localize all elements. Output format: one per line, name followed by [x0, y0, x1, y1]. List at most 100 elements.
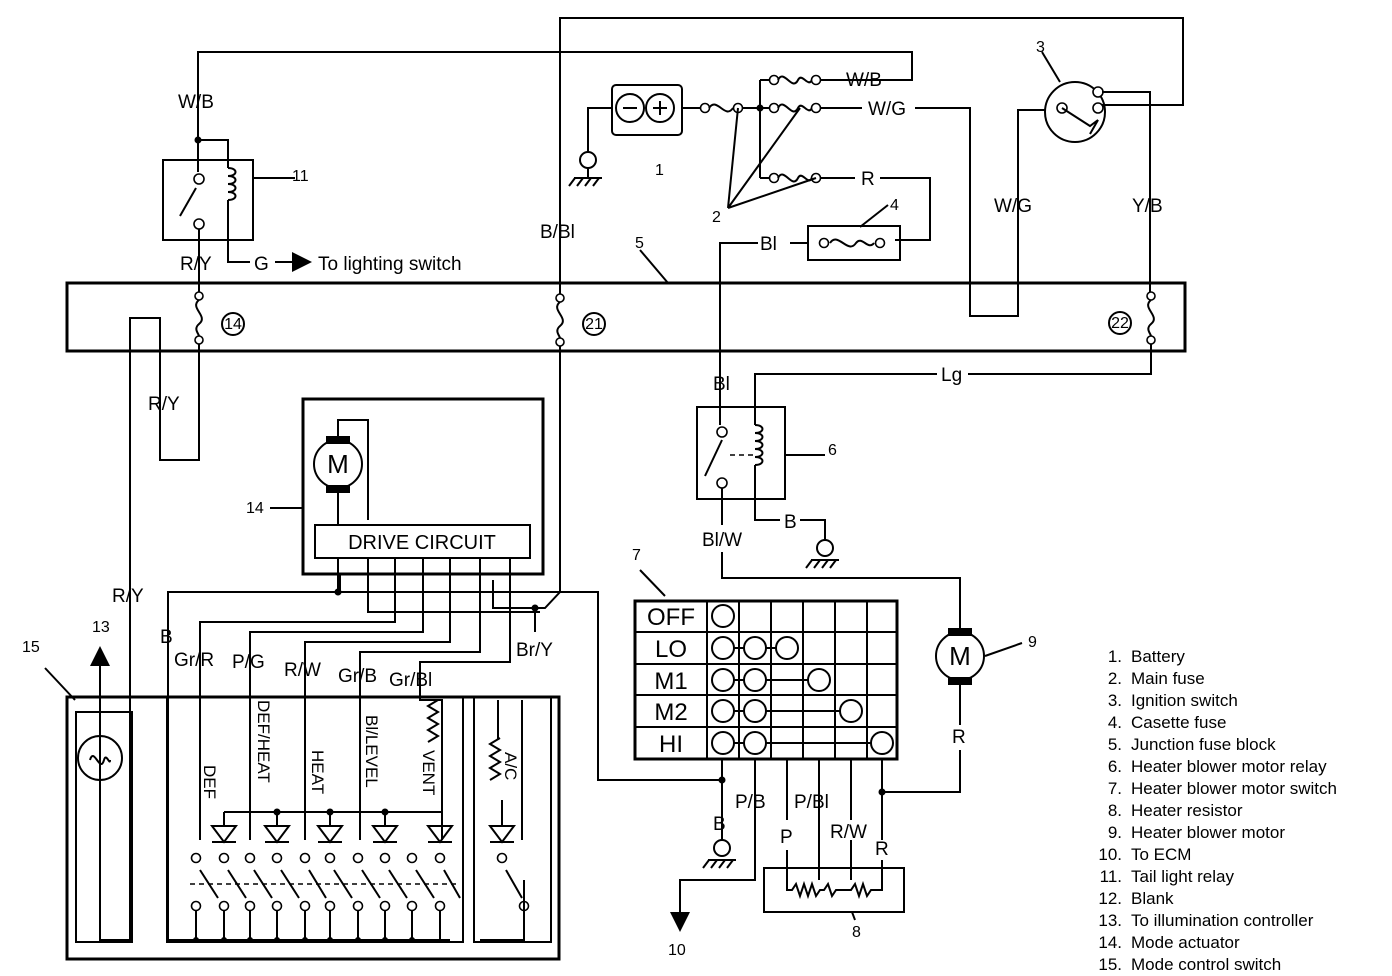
wire-label-b-ground: B: [713, 814, 726, 835]
legend-num: 15.: [1098, 955, 1122, 974]
wire-label-r-motor: R: [952, 727, 966, 748]
legend-num: 10.: [1098, 845, 1122, 864]
callout-4: 4: [890, 197, 899, 214]
tail-light-relay: [162, 159, 254, 241]
legend-text: Ignition switch: [1131, 691, 1238, 710]
to-ecm-arrow: [670, 790, 756, 932]
heater-blower-relay: [696, 406, 786, 500]
wire-label-r-fuse: R: [861, 169, 875, 190]
legend-num: 7.: [1108, 779, 1122, 798]
mode-label-heat: HEAT: [308, 750, 327, 794]
legend-text: Heater blower motor switch: [1131, 779, 1337, 798]
wire-label-ry-left: R/Y: [148, 394, 180, 415]
drive-circuit-label: DRIVE CIRCUIT: [348, 532, 496, 554]
mode-label-def: DEF: [200, 765, 219, 799]
wire-label-lg: Lg: [941, 365, 962, 386]
wire-label-pg: P/G: [232, 652, 265, 673]
wire-label-ry-relay: R/Y: [180, 254, 212, 275]
wire-label-blw: Bl/W: [702, 530, 742, 551]
mode-label-ac: A/C: [501, 752, 520, 780]
wire-label-p: P: [780, 827, 793, 848]
legend-num: 12.: [1098, 889, 1122, 908]
junction-fuse-block: [65, 281, 1187, 353]
callout-11: 11: [292, 168, 309, 185]
legend-text: To illumination controller: [1131, 911, 1314, 930]
legend-num: 6.: [1108, 757, 1122, 776]
legend-num: 13.: [1098, 911, 1122, 930]
legend-text: Tail light relay: [1131, 867, 1234, 886]
switch-pos-m1: M1: [654, 668, 687, 695]
battery: [611, 84, 683, 136]
legend-num: 5.: [1108, 735, 1122, 754]
ignition-switch: [1044, 81, 1106, 143]
wire-label-ry-lower: R/Y: [112, 586, 144, 607]
fuse-number-14: 14: [224, 316, 242, 333]
legend-text: Mode actuator: [1131, 933, 1240, 952]
mode-label-vent: VENT: [419, 750, 438, 795]
legend-text: Heater blower motor relay: [1131, 757, 1327, 776]
wire-label-pbl: P/Bl: [794, 792, 829, 813]
wire-label-wb-fuse: W/B: [846, 70, 882, 91]
wire-label-wg-ign: W/G: [994, 196, 1032, 217]
wire-label-g: G: [254, 254, 269, 275]
legend: 1. Battery 2. Main fuse 3. Ignition swit…: [1098, 647, 1337, 974]
callout-15: 15: [22, 639, 40, 656]
fuse-number-21: 21: [585, 316, 603, 333]
callout-6: 6: [828, 442, 837, 459]
callout-2: 2: [712, 209, 721, 226]
callout-3: 3: [1036, 39, 1045, 56]
wire-label-bl-cassette: Bl: [760, 234, 777, 255]
blower-motor-symbol: M: [949, 641, 971, 671]
callout-10: 10: [668, 942, 686, 959]
legend-text: Junction fuse block: [1131, 735, 1276, 754]
wire-label-rw-res: R/W: [830, 822, 867, 843]
callout-13: 13: [92, 619, 110, 636]
wire-wb-top: [197, 51, 913, 140]
legend-text: Blank: [1131, 889, 1174, 908]
legend-num: 11.: [1100, 867, 1122, 886]
legend-num: 2.: [1108, 669, 1122, 688]
to-lighting-switch-label: To lighting switch: [318, 254, 462, 275]
legend-num: 9.: [1108, 823, 1122, 842]
legend-text: Main fuse: [1131, 669, 1205, 688]
legend-text: Heater blower motor: [1131, 823, 1285, 842]
mode-switch-contacts: [190, 852, 530, 943]
wire-label-b-mode: B: [160, 627, 173, 648]
wire-label-grr: Gr/R: [174, 650, 214, 671]
wire-label-rw-mode: R/W: [284, 660, 321, 681]
wire-label-yb: Y/B: [1132, 196, 1163, 217]
switch-pos-m2: M2: [654, 699, 687, 726]
mode-label-bilevel: Bl/LEVEL: [362, 715, 381, 788]
wire-label-bbl: B/Bl: [540, 222, 575, 243]
callout-14: 14: [246, 500, 264, 517]
legend-num: 14.: [1098, 933, 1122, 952]
wire-label-grb: Gr/B: [338, 666, 377, 687]
wire-label-wg-fuse: W/G: [868, 99, 906, 120]
legend-num: 1.: [1108, 647, 1122, 666]
legend-text: Battery: [1131, 647, 1185, 666]
wire-label-b-relay: B: [784, 512, 797, 533]
wire-label-bl-relay: Bl: [713, 374, 730, 395]
wire-label-r-res: R: [875, 839, 889, 860]
switch-pos-lo: LO: [655, 636, 687, 663]
blower-motor-switch: [633, 599, 899, 761]
heater-resistor: [763, 867, 905, 913]
wire-bbl-top: [559, 17, 1184, 294]
callout-9: 9: [1028, 634, 1037, 651]
callout-5: 5: [635, 235, 644, 252]
legend-num: 3.: [1108, 691, 1122, 710]
switch-pos-off: OFF: [647, 604, 695, 631]
wire-label-bry: Br/Y: [516, 640, 553, 661]
legend-text: Casette fuse: [1131, 713, 1226, 732]
fuse-number-22: 22: [1111, 315, 1129, 332]
legend-num: 8.: [1108, 801, 1122, 820]
legend-text: Heater resistor: [1131, 801, 1243, 820]
wire-label-grbl: Gr/Bl: [389, 670, 432, 691]
actuator-motor-symbol: M: [327, 449, 349, 479]
mode-label-def-heat: DEF/HEAT: [254, 700, 273, 783]
wire-label-wb-top: W/B: [178, 92, 214, 113]
legend-num: 4.: [1108, 713, 1122, 732]
callout-7: 7: [632, 547, 641, 564]
wire-label-pb: P/B: [735, 792, 766, 813]
